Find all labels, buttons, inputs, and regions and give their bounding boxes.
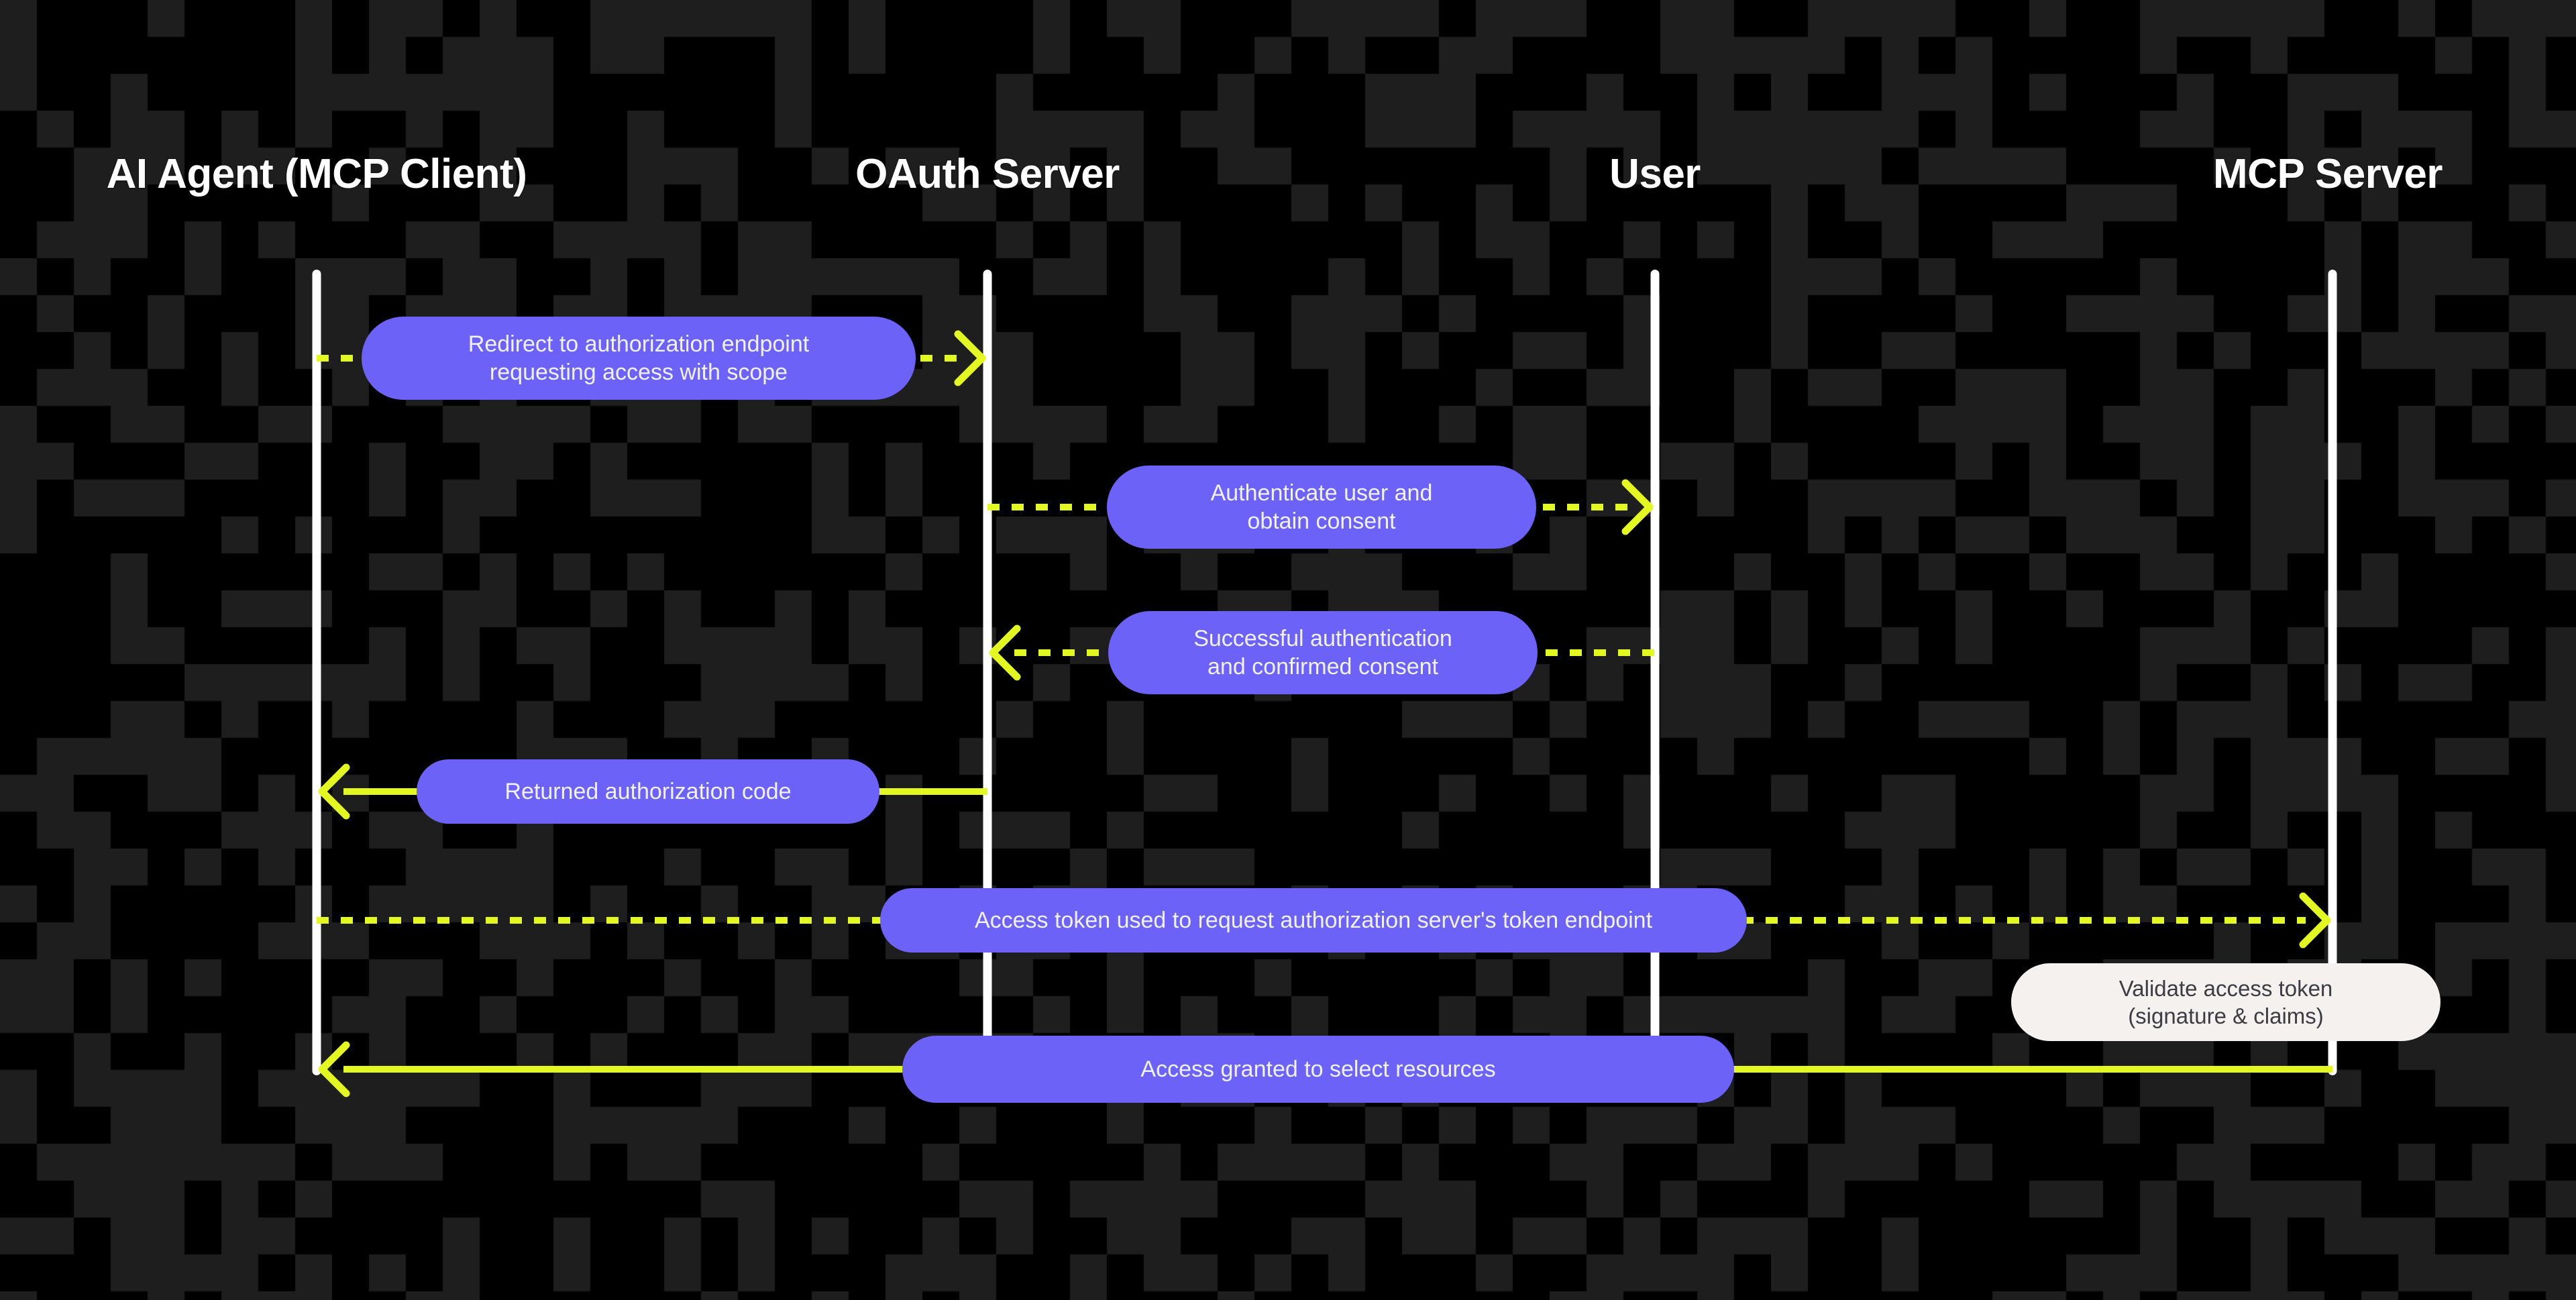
message-label-successful-authentication-and-confirmed-consent: Successful authentication and confirmed c… xyxy=(1108,611,1538,694)
message-label-line: requesting access with scope xyxy=(489,360,788,385)
message-label-returned-authorization-code: Returned authorization code xyxy=(417,759,879,824)
message-label-line: Returned authorization code xyxy=(504,778,792,804)
message-label-line: Access token used to request authorizati… xyxy=(974,907,1653,933)
message-label-line: Access granted to select resources xyxy=(1140,1056,1496,1082)
actor-label-oauth-server: OAuth Server xyxy=(855,151,1120,197)
message-label-line: and confirmed consent xyxy=(1208,654,1438,680)
actor-label-mcp-server: MCP Server xyxy=(2213,151,2443,197)
message-label-access-granted-to-select-resources: Access granted to select resources xyxy=(902,1036,1734,1103)
message-arrowhead-access-granted-to-select-resources xyxy=(318,1041,350,1097)
actor-label-user: User xyxy=(1609,151,1701,197)
message-label-text: Redirect to authorization endpoint reques… xyxy=(468,330,809,387)
message-label-line: obtain consent xyxy=(1247,508,1396,534)
actor-label-ai-agent: AI Agent (MCP Client) xyxy=(106,151,527,197)
message-label-line: Validate access token xyxy=(2118,975,2333,1001)
message-label-text: Access token used to request authorizati… xyxy=(975,906,1652,935)
message-label-line: Redirect to authorization endpoint xyxy=(468,331,810,357)
lifeline-user xyxy=(1650,270,1660,1075)
message-arrowhead-returned-authorization-code xyxy=(318,763,350,820)
message-label-text: Returned authorization code xyxy=(504,777,791,806)
lifeline-mcp-server xyxy=(2328,270,2337,1075)
message-arrowhead-authenticate-user-and-obtain-consent xyxy=(1621,479,1654,535)
message-arrowhead-redirect-to-authorization-endpoint xyxy=(954,330,986,386)
message-label-access-token-used-to-request-token-endpoint: Access token used to request authorizati… xyxy=(880,888,1747,953)
message-label-text: Successful authentication and confirmed c… xyxy=(1193,625,1452,682)
message-arrowhead-successful-authentication-and-confirmed-consent xyxy=(989,625,1021,681)
message-arrowhead-access-token-used-to-request-token-endpoint xyxy=(2299,892,2331,949)
message-label-line: Successful authentication xyxy=(1193,625,1452,651)
message-label-text: Validate access token (signature & claims… xyxy=(2119,975,2333,1030)
message-label-line: Authenticate user and xyxy=(1210,480,1433,506)
message-label-line: (signature & claims) xyxy=(2128,1004,2324,1028)
message-label-validate-access-token: Validate access token (signature & claims… xyxy=(2011,963,2440,1041)
message-label-text: Access granted to select resources xyxy=(1140,1055,1495,1084)
lifeline-oauth-server xyxy=(983,270,992,1075)
message-label-redirect-to-authorization-endpoint: Redirect to authorization endpoint reques… xyxy=(362,317,916,400)
lifeline-ai-agent xyxy=(312,270,321,1075)
